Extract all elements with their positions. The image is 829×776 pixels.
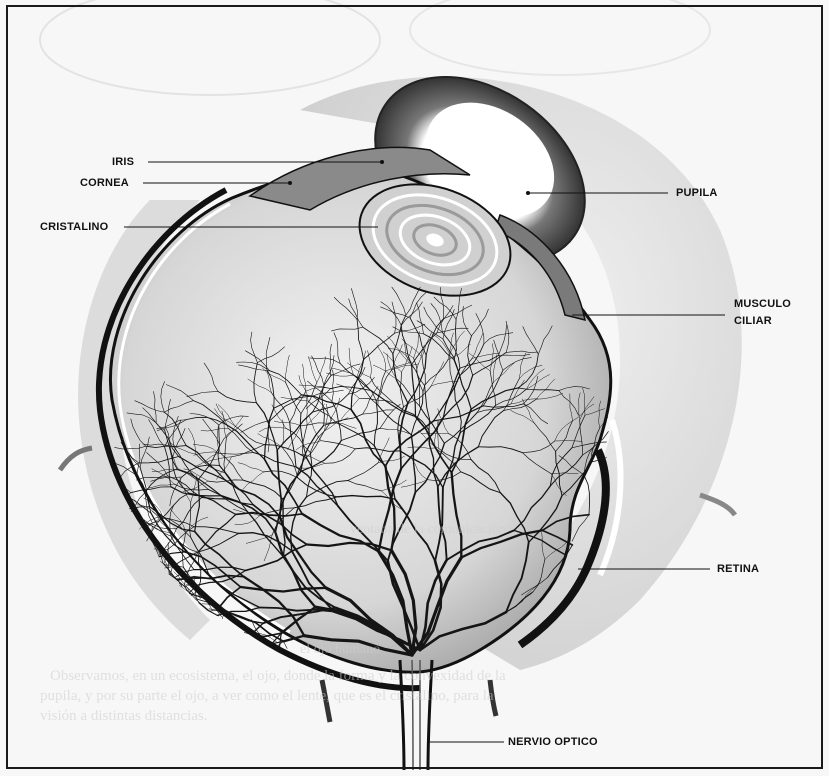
label-cornea: CORNEA <box>80 177 129 190</box>
bleed-through-text: ventana de la comunicación el ojo humano… <box>40 520 800 726</box>
label-cristalino: CRISTALINO <box>40 221 108 234</box>
label-nervio-optico: NERVIO OPTICO <box>508 736 598 749</box>
bleed-line-4: pupila, y por su parte el ojo, a ver com… <box>40 686 800 706</box>
bleed-line-5: visión a distintas distancias. <box>40 706 800 726</box>
label-musculo: MUSCULO <box>734 298 791 311</box>
bleed-line-3: Observamos, en un ecosistema, el ojo, do… <box>50 666 800 686</box>
bleed-line-2: el ojo humano <box>300 640 800 660</box>
label-iris: IRIS <box>112 156 134 169</box>
bleed-line-1: ventana de la comunicación <box>350 520 800 540</box>
label-ciliar: CILIAR <box>734 315 772 328</box>
label-pupila: PUPILA <box>676 187 718 200</box>
